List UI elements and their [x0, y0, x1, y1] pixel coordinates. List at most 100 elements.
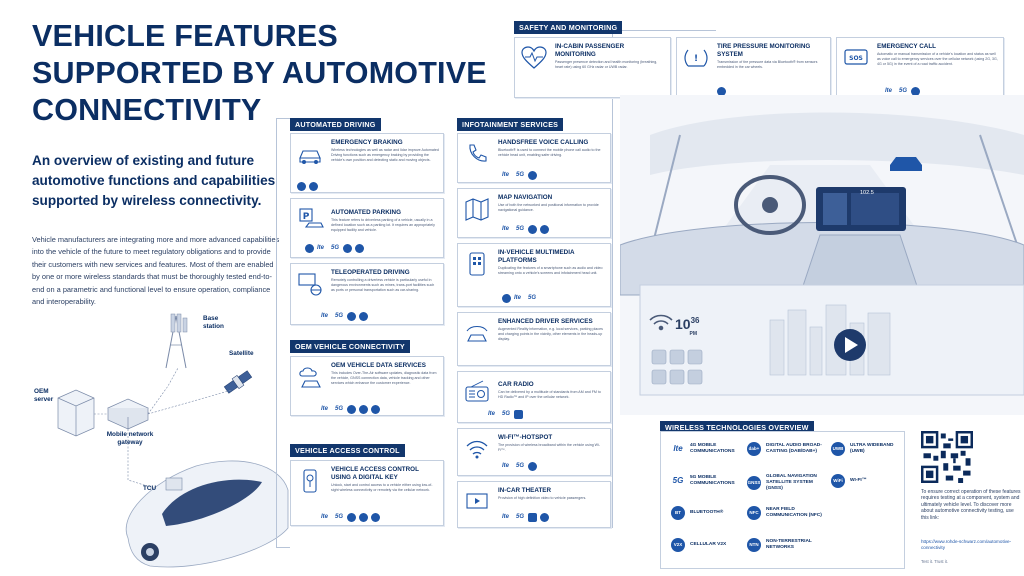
card-handsfree-calling[interactable]: HANDSFREE VOICE CALLING Bluetooth® is us…: [457, 133, 611, 183]
heart-icon: [520, 44, 548, 72]
wireless-label: WI-FI™: [850, 478, 867, 483]
card-map-navigation[interactable]: MAP NAVIGATION Use of both the networked…: [457, 188, 611, 238]
gateway-icon: [107, 398, 149, 430]
theater-icon: [463, 488, 491, 516]
nav-speed-readout: 102.5: [860, 190, 874, 196]
v2x-icon: V2X: [671, 538, 685, 552]
card-wifi-hotspot[interactable]: WI-FI™-HOTSPOT The provision of wireless…: [457, 428, 611, 476]
card-digital-key[interactable]: VEHICLE ACCESS CONTROL USING A DIGITAL K…: [290, 460, 444, 526]
steering-wheel-icon: [734, 175, 806, 235]
base-station-icon: [165, 313, 188, 369]
page-subtitle: An overview of existing and future autom…: [32, 153, 276, 208]
card-emergency-braking[interactable]: EMERGENCY BRAKING Wireless technologies …: [290, 133, 444, 193]
5g-badge-icon: 5G: [516, 514, 525, 520]
clock-ampm: PM: [689, 331, 697, 337]
wifi-icon: WiFi: [831, 474, 845, 488]
card-desc: Use of both the networked and positional…: [498, 203, 599, 212]
bluetooth-badge-icon: [528, 171, 537, 180]
dab-badge-icon: [514, 410, 523, 419]
bluetooth-icon: BT: [671, 506, 685, 520]
car-illustration: [125, 460, 289, 568]
section-access-control: VEHICLE ACCESS CONTROL: [290, 444, 405, 457]
card-in-cabin-monitoring[interactable]: IN-CABIN PASSENGER MONITORING Passenger …: [514, 37, 671, 98]
card-multimedia-platforms[interactable]: IN-VEHICLE MULTIMEDIA PLATFORMS Duplicat…: [457, 243, 611, 307]
base-station-label: Base station: [203, 315, 224, 330]
lte-badge-icon: lte: [317, 245, 325, 251]
radio-icon: [463, 378, 491, 406]
lte-badge-icon: lte: [502, 514, 510, 520]
connector-line: [276, 118, 290, 548]
tcu-label: TCU: [143, 485, 157, 492]
card-car-radio[interactable]: CAR RADIO Can be delivered by a multitud…: [457, 371, 611, 423]
5g-icon: 5G: [672, 476, 684, 485]
lte-badge-icon: lte: [321, 406, 329, 412]
car-ahead-icon: [890, 157, 922, 171]
hud-car-icon: [463, 319, 491, 347]
card-emergency-call[interactable]: SOS EMERGENCY CALL Automatic or manual t…: [836, 37, 1004, 98]
oem-server-label: OEM server: [34, 388, 54, 403]
wireless-item-wifi: WiFi WI-FI™: [831, 474, 901, 488]
card-oem-data-services[interactable]: OEM VEHICLE DATA SERVICES This includes …: [290, 356, 444, 416]
more-info-link[interactable]: https://www.rohde-schwarz.com/automotive…: [921, 539, 1012, 550]
card-tire-pressure[interactable]: ! TIRE PRESSURE MONITORING SYSTEM Transm…: [676, 37, 831, 98]
card-in-car-theater[interactable]: IN-CAR THEATER Provision of high definit…: [457, 481, 611, 528]
5g-badge-icon: 5G: [335, 406, 344, 412]
card-title: VEHICLE ACCESS CONTROL USING A DIGITAL K…: [331, 466, 419, 481]
braking-car-icon: [296, 140, 324, 168]
wireless-label: NEAR FIELD COMMUNICATION (NFC): [766, 507, 822, 518]
tire-pressure-icon: !: [682, 44, 710, 72]
wireless-label: BLUETOOTH®: [690, 510, 724, 515]
wifi-badge-icon: [540, 513, 549, 522]
bluetooth-badge-icon: [347, 513, 356, 522]
5g-badge-icon: 5G: [335, 514, 344, 520]
bluetooth-badge-icon: [717, 87, 726, 96]
card-automated-parking[interactable]: P AUTOMATED PARKING This feature refers …: [290, 198, 444, 258]
qr-code[interactable]: [921, 431, 973, 483]
wireless-label: GLOBAL NAVIGATION SATELLITE SYSTEM (GNSS…: [766, 474, 817, 491]
oem-server-icon: [57, 389, 95, 437]
wireless-label: DIGITAL AUDIO BROAD-CASTING (DAB/DAB+): [766, 443, 822, 454]
svg-text:P: P: [303, 212, 310, 222]
wireless-label: NON-TERRESTRIAL NETWORKS: [766, 539, 812, 550]
section-safety: SAFETY AND MONITORING: [514, 21, 623, 34]
card-title: TELEOPERATED DRIVING: [331, 269, 410, 276]
hud-wifi-icon: [649, 314, 673, 331]
card-desc: Unlock, start and control access to a ve…: [331, 483, 433, 492]
v2x-badge-icon: [540, 225, 549, 234]
map-icon: [463, 195, 491, 223]
v2x-badge-icon: [359, 312, 368, 321]
card-desc: Can be delivered by a multitude of stand…: [498, 390, 601, 399]
bluetooth-badge-icon: [502, 294, 511, 303]
tagline: Test it. Trust it.: [921, 559, 948, 564]
gnss-badge-icon: [347, 312, 356, 321]
phone-call-icon: [463, 140, 491, 168]
lte-badge-icon: lte: [321, 313, 329, 319]
card-teleoperated-driving[interactable]: TELEOPERATED DRIVING Remotely controllin…: [290, 263, 444, 325]
wifi-badge-icon: [528, 462, 537, 471]
clock-hours: 10: [675, 316, 691, 332]
phone-key-icon: [296, 467, 324, 495]
dvb-badge-icon: [528, 513, 537, 522]
wireless-item-dab: dab+DIGITAL AUDIO BROAD-CASTING (DAB/DAB…: [747, 442, 825, 456]
wireless-item-bluetooth: BT BLUETOOTH®: [671, 506, 749, 520]
satellite-label: Satellite: [229, 350, 254, 357]
clock-display: 1036PM: [675, 316, 699, 337]
gnss-icon: GNSS: [747, 476, 761, 490]
nfc-icon: NFC: [747, 506, 761, 520]
page-title: VEHICLE FEATURES SUPPORTED BY AUTOMOTIVE…: [32, 19, 487, 127]
car-interior-illustration: [620, 95, 1024, 415]
section-oem-connectivity: OEM VEHICLE CONNECTIVITY: [290, 340, 410, 353]
card-title: IN-VEHICLE MULTIMEDIA PLATFORMS: [498, 249, 575, 264]
wireless-label: 4G MOBILE COMMUNICATIONS: [690, 443, 735, 454]
card-title: IN-CABIN PASSENGER MONITORING: [555, 43, 625, 58]
sos-icon: SOS: [842, 44, 870, 72]
ntn-badge-icon: [371, 405, 380, 414]
card-enhanced-driver-services[interactable]: ENHANCED DRIVER SERVICES Augmented Reali…: [457, 312, 611, 366]
uwb-badge-icon: [371, 513, 380, 522]
nfc-badge-icon: [359, 513, 368, 522]
